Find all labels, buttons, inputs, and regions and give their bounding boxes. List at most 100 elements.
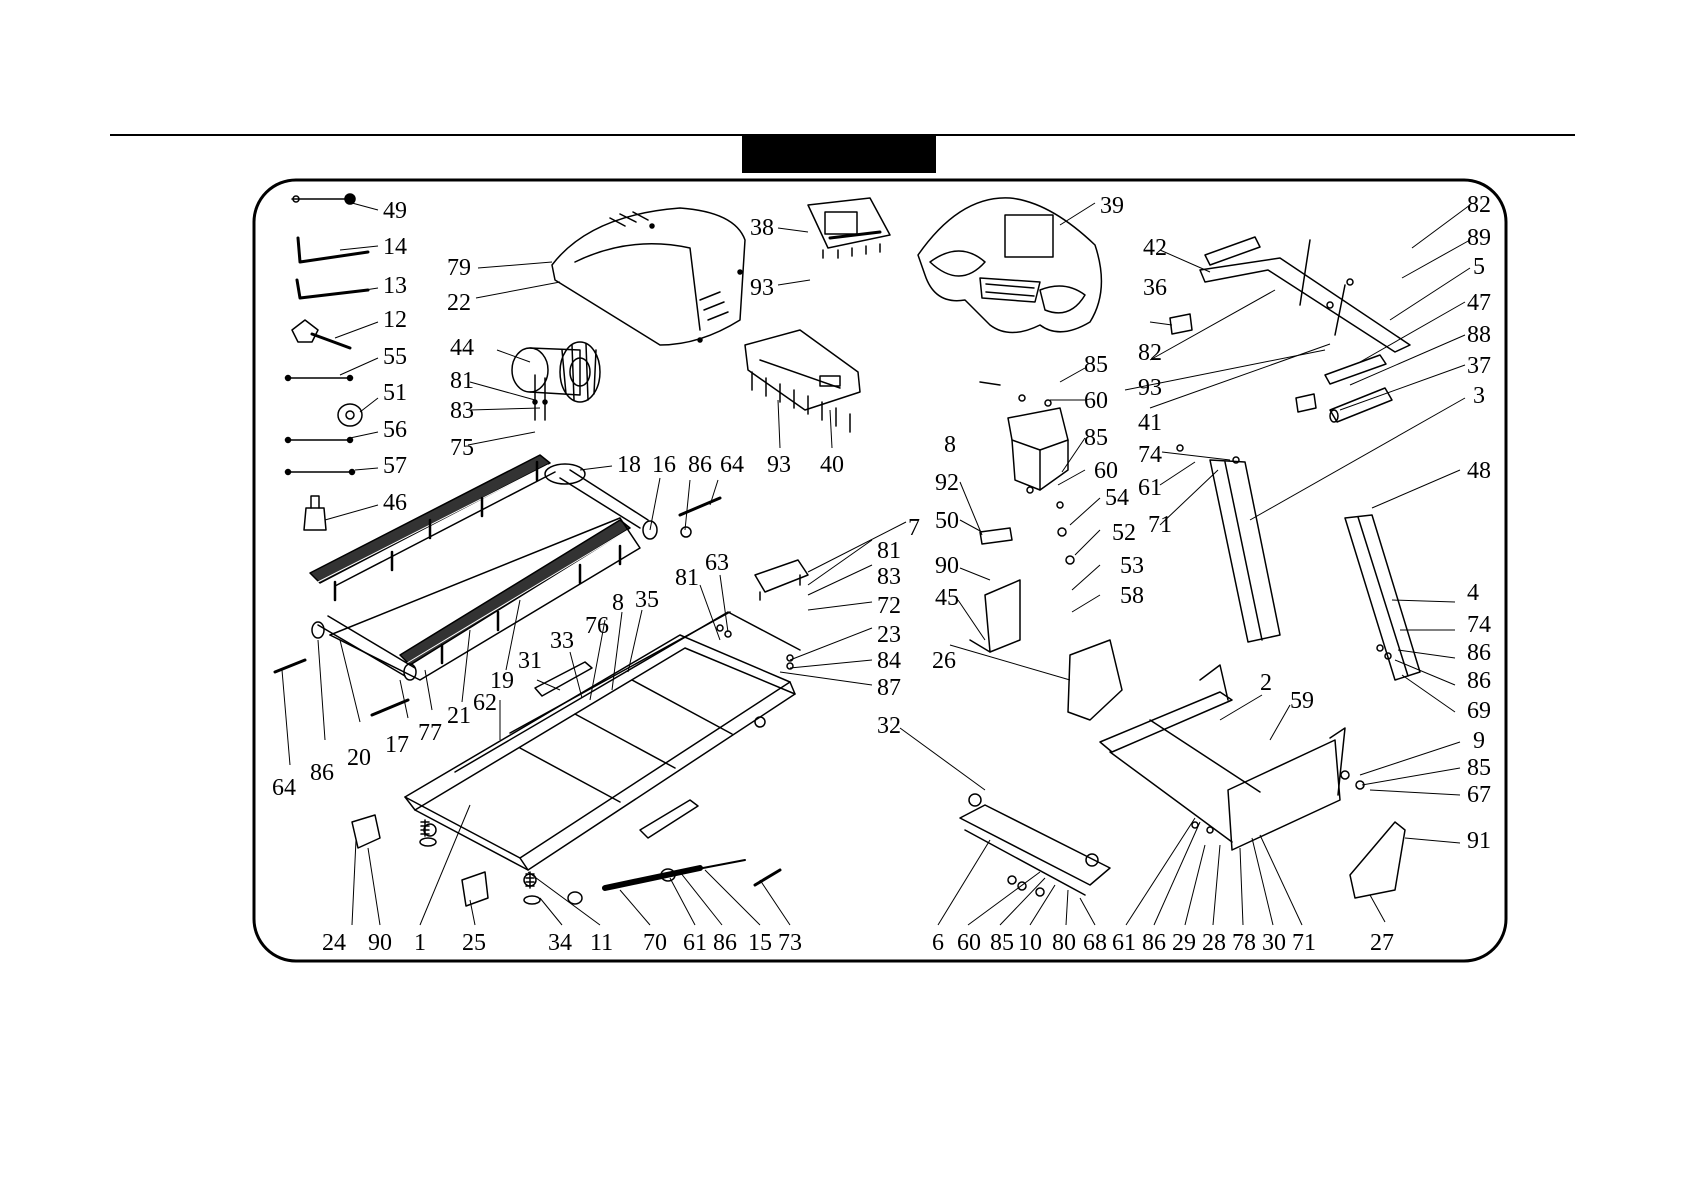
callout-84: 84 bbox=[877, 648, 901, 674]
callout-64-front: 64 bbox=[272, 775, 296, 801]
callout-70: 70 bbox=[643, 930, 667, 956]
callout-2: 2 bbox=[1260, 670, 1272, 696]
cable-part-49 bbox=[291, 193, 356, 205]
callout-4: 4 bbox=[1467, 580, 1479, 606]
callout-17: 17 bbox=[385, 732, 409, 758]
callout-37: 37 bbox=[1467, 353, 1491, 379]
callout-11: 11 bbox=[590, 930, 613, 956]
mount-bracket-45 bbox=[969, 579, 1021, 653]
lift-bracket-7 bbox=[754, 559, 809, 601]
grip-upper bbox=[1204, 236, 1261, 266]
end-cap-right bbox=[1295, 393, 1317, 413]
leader-lines bbox=[281, 202, 1471, 926]
callout-25: 25 bbox=[462, 930, 486, 956]
callout-85-mid: 85 bbox=[1084, 425, 1108, 451]
callout-8-motor: 8 bbox=[944, 432, 956, 458]
callout-59: 59 bbox=[1290, 688, 1314, 714]
rear-roller-18 bbox=[544, 463, 658, 540]
console-housing-39 bbox=[917, 197, 1103, 334]
callout-41: 41 bbox=[1138, 410, 1162, 436]
handrail-frame-5 bbox=[1199, 239, 1411, 353]
callout-81-frame: 81 bbox=[675, 565, 699, 591]
callout-81-motor: 81 bbox=[450, 368, 474, 394]
callout-85-base: 85 bbox=[1467, 755, 1491, 781]
side-cover-27 bbox=[1349, 821, 1406, 899]
callout-90: 90 bbox=[368, 930, 392, 956]
callout-62: 62 bbox=[473, 690, 497, 716]
callout-82-left: 82 bbox=[1138, 340, 1162, 366]
diagram-frame bbox=[252, 178, 1508, 963]
callout-60-upper: 60 bbox=[1084, 388, 1108, 414]
callout-86-upright: 86 bbox=[1467, 640, 1491, 666]
callout-22: 22 bbox=[447, 290, 471, 316]
callout-51: 51 bbox=[383, 380, 407, 406]
roller-bolt-64-left bbox=[273, 658, 307, 674]
callout-73: 73 bbox=[778, 930, 802, 956]
fastener-hardware bbox=[680, 278, 1392, 897]
callout-28: 28 bbox=[1202, 930, 1226, 956]
callout-93-board: 93 bbox=[767, 452, 791, 478]
callout-44: 44 bbox=[450, 335, 474, 361]
cable-55 bbox=[284, 374, 354, 382]
running-deck-19 bbox=[329, 471, 641, 681]
callout-12: 12 bbox=[383, 307, 407, 333]
callout-15: 15 bbox=[748, 930, 772, 956]
callout-60-mid: 60 bbox=[1094, 458, 1118, 484]
frame-cover-lower bbox=[639, 799, 699, 839]
console-display-38 bbox=[807, 197, 891, 259]
callout-86-base: 86 bbox=[1142, 930, 1166, 956]
hex-key-14-icon bbox=[296, 236, 370, 264]
callout-55: 55 bbox=[383, 344, 407, 370]
callout-46: 46 bbox=[383, 490, 407, 516]
callout-75: 75 bbox=[450, 435, 474, 461]
callout-81-bracket: 81 bbox=[877, 538, 901, 564]
end-cap-36 bbox=[1169, 313, 1193, 335]
control-board-bracket-40 bbox=[744, 329, 861, 433]
callout-18: 18 bbox=[617, 452, 641, 478]
wrench-tool-12-icon bbox=[291, 319, 352, 350]
callout-71-bottom: 71 bbox=[1292, 930, 1316, 956]
callout-20: 20 bbox=[347, 745, 371, 771]
callout-50: 50 bbox=[935, 508, 959, 534]
callout-8: 8 bbox=[612, 590, 624, 616]
hex-key-13-icon bbox=[295, 278, 370, 300]
frame-cover-31 bbox=[534, 661, 593, 697]
incline-motor-unit bbox=[979, 381, 1069, 491]
callout-6: 6 bbox=[932, 930, 944, 956]
side-cover-26 bbox=[1067, 639, 1123, 721]
callout-14: 14 bbox=[383, 234, 407, 260]
grip-47 bbox=[1324, 354, 1387, 385]
callout-86-upright-2: 86 bbox=[1467, 668, 1491, 694]
callout-92: 92 bbox=[935, 470, 959, 496]
callout-69: 69 bbox=[1467, 698, 1491, 724]
lubricant-bottle-46-icon bbox=[303, 495, 327, 531]
callout-45: 45 bbox=[935, 585, 959, 611]
callout-7: 7 bbox=[908, 515, 920, 541]
callout-38: 38 bbox=[750, 215, 774, 241]
callout-31: 31 bbox=[518, 648, 542, 674]
upright-right-3 bbox=[1209, 459, 1281, 643]
callout-85-bottom: 85 bbox=[990, 930, 1014, 956]
callout-24: 24 bbox=[322, 930, 346, 956]
callout-33: 33 bbox=[550, 628, 574, 654]
drive-motor-44 bbox=[511, 341, 601, 421]
foot-covers-24-25 bbox=[351, 814, 489, 907]
callout-60-bottom: 60 bbox=[957, 930, 981, 956]
callout-89: 89 bbox=[1467, 225, 1491, 251]
callout-39: 39 bbox=[1100, 193, 1124, 219]
front-roller-17 bbox=[311, 615, 417, 681]
callout-79: 79 bbox=[447, 255, 471, 281]
callout-93-console: 93 bbox=[750, 275, 774, 301]
callout-86-front: 86 bbox=[310, 760, 334, 786]
callout-76: 76 bbox=[585, 613, 609, 639]
callout-77: 77 bbox=[418, 720, 442, 746]
side-rail-right bbox=[399, 519, 631, 667]
callout-36: 36 bbox=[1143, 275, 1167, 301]
callout-3: 3 bbox=[1473, 383, 1485, 409]
callout-78: 78 bbox=[1232, 930, 1256, 956]
roller-bolt-front bbox=[370, 698, 410, 717]
callout-53: 53 bbox=[1120, 553, 1144, 579]
callout-47: 47 bbox=[1467, 290, 1491, 316]
cable-56 bbox=[284, 436, 354, 444]
